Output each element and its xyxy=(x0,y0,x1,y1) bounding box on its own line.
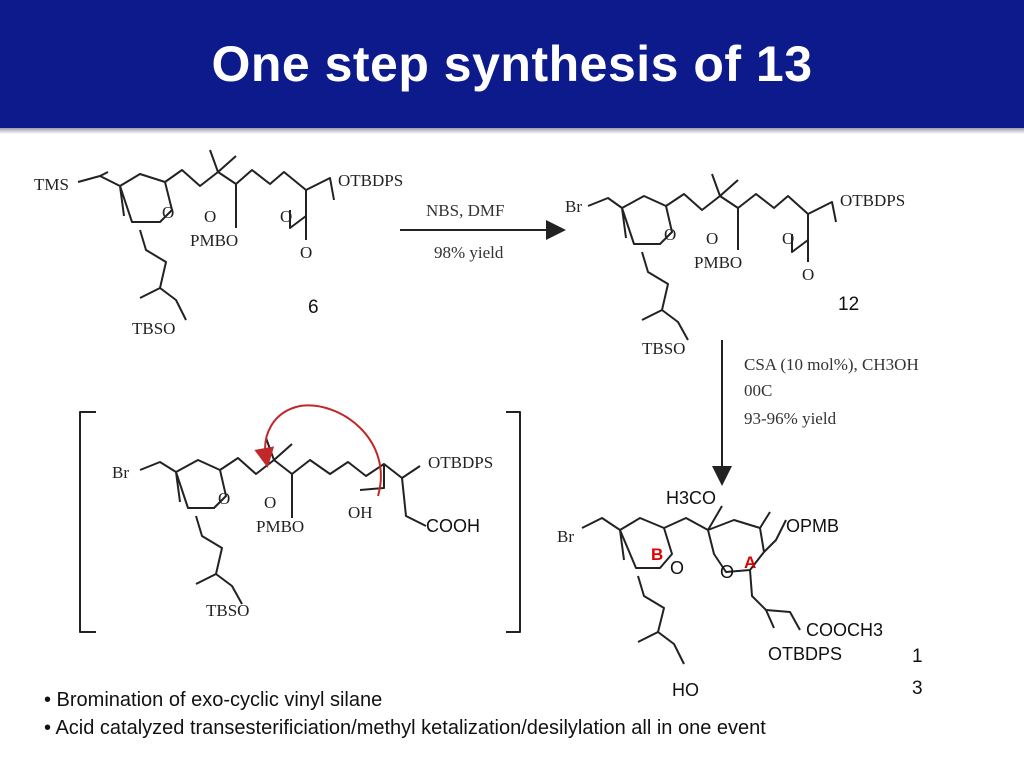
compound-13-number-line2: 3 xyxy=(912,678,923,699)
compound-12-number: 12 xyxy=(838,294,859,315)
intermediate-label-br: Br xyxy=(112,463,129,482)
intermediate-label-pmbo: PMBO xyxy=(256,517,304,536)
intermediate-label-cooh: COOH xyxy=(426,516,480,536)
compound-12-label-tbso: TBSO xyxy=(642,339,685,358)
compound-6-structure: TMS O O PMBO O O OTBDPS TBSO 6 xyxy=(34,149,403,338)
reaction-1-reagents: NBS, DMF xyxy=(426,201,504,220)
slide-title: One step synthesis of 13 xyxy=(211,36,813,92)
bullet-item: • Acid catalyzed transesterificiation/me… xyxy=(44,717,766,739)
right-bracket xyxy=(506,411,521,633)
compound-13-label-opmb: OPMB xyxy=(786,516,839,536)
intermediate-label-otbdps: OTBDPS xyxy=(428,453,493,472)
compound-13-structure: Br H3CO OPMB O O COOCH3 OTBDPS HO B A 1 … xyxy=(557,488,923,700)
compound-13-label-ring-o-b: O xyxy=(670,558,684,578)
reaction-1: NBS, DMF 98% yield xyxy=(400,201,566,262)
compound-12-label-ring-o: O xyxy=(664,225,676,244)
intermediate-label-oh: OH xyxy=(348,503,373,522)
ring-b-label: B xyxy=(651,545,663,564)
compound-12-label-br: Br xyxy=(565,197,582,216)
compound-6-label-pmbo: PMBO xyxy=(190,231,238,250)
intermediate-label-ketone-o: O xyxy=(264,493,276,512)
compound-6-number: 6 xyxy=(308,297,319,318)
compound-12-structure: Br O O PMBO O O OTBDPS TBSO 12 xyxy=(565,173,905,358)
intermediate-label-tbso: TBSO xyxy=(206,601,249,620)
compound-13-label-br: Br xyxy=(557,527,574,546)
compound-6-label-ketone-o: O xyxy=(204,207,216,226)
reaction-2-temperature: 00C xyxy=(744,381,772,400)
compound-13-label-otbdps: OTBDPS xyxy=(768,644,842,664)
compound-6-label-tbso: TBSO xyxy=(132,319,175,338)
compound-13-label-cooch3: COOCH3 xyxy=(806,620,883,640)
compound-13-label-h3co: H3CO xyxy=(666,488,716,508)
compound-12-label-lactone-o: O xyxy=(782,229,794,248)
compound-12-label-otbdps: OTBDPS xyxy=(840,191,905,210)
title-bar-shadow xyxy=(0,128,1024,134)
compound-13-label-ring-o-a: O xyxy=(720,562,734,582)
compound-6-label-otbdps: OTBDPS xyxy=(338,171,403,190)
compound-6-label-ring-o: O xyxy=(162,203,174,222)
ring-a-label: A xyxy=(744,553,756,572)
compound-13-label-ho: HO xyxy=(672,680,699,700)
bullet-list: • Bromination of exo-cyclic vinyl silane… xyxy=(44,686,1004,742)
reaction-2-yield: 93-96% yield xyxy=(744,409,837,428)
compound-6-label-carbonyl-o: O xyxy=(300,243,312,262)
reaction-2: CSA (10 mol%), CH3OH 00C 93-96% yield xyxy=(712,340,919,486)
reaction-2-reagents: CSA (10 mol%), CH3OH xyxy=(744,355,919,374)
compound-12-label-ketone-o: O xyxy=(706,229,718,248)
left-bracket xyxy=(79,411,96,633)
title-bar: One step synthesis of 13 xyxy=(0,0,1024,128)
compound-6-label-tms: TMS xyxy=(34,175,69,194)
reaction-1-yield: 98% yield xyxy=(434,243,504,262)
compound-6-label-lactone-o: O xyxy=(280,207,292,226)
compound-12-label-pmbo: PMBO xyxy=(694,253,742,272)
compound-13-number-line1: 1 xyxy=(912,646,923,667)
intermediate-label-ring-o: O xyxy=(218,489,230,508)
compound-12-label-carbonyl-o: O xyxy=(802,265,814,284)
red-cyclization-arrow xyxy=(254,404,382,497)
intermediate-structure: Br O O PMBO OH OTBDPS COOH TBSO xyxy=(79,404,521,633)
bullet-item: • Bromination of exo-cyclic vinyl silane xyxy=(44,689,383,711)
